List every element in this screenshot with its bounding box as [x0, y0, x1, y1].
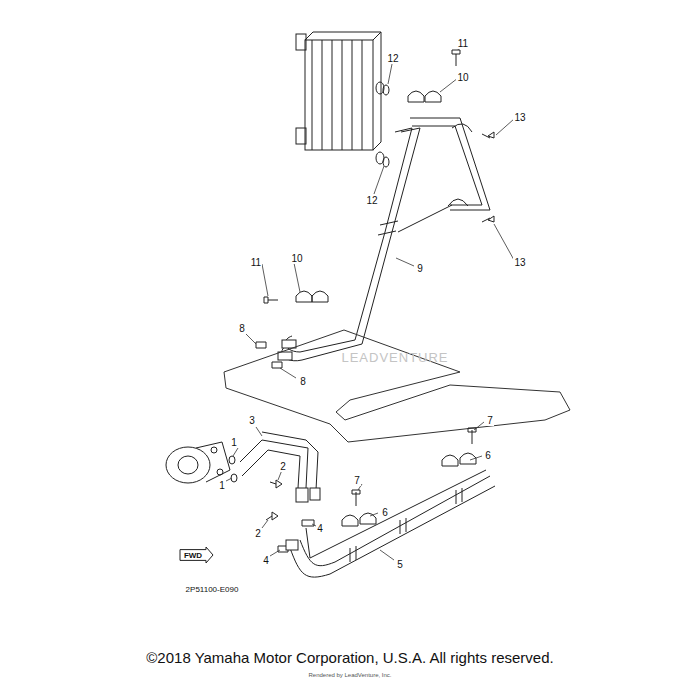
callout-number: 1: [218, 480, 226, 491]
oil-pipe: [278, 118, 490, 361]
leader-line: [226, 46, 514, 560]
callout-number: 5: [396, 559, 404, 570]
watermark: LEADVENTURE: [340, 351, 449, 365]
callout-number: 10: [290, 253, 303, 264]
callout-number: 2: [254, 528, 262, 539]
callout-number: 10: [456, 72, 469, 83]
callout-number: 1: [230, 437, 238, 448]
callout-number: 11: [457, 38, 469, 49]
callout-number: 4: [262, 555, 270, 566]
oil-pipe: [240, 432, 320, 502]
callout-number: 8: [299, 376, 307, 387]
callout-number: 12: [386, 53, 399, 64]
frame-outline: [224, 330, 570, 442]
filter-housing: [166, 442, 230, 483]
callout-number: 6: [381, 507, 389, 518]
callout-number: 13: [513, 112, 526, 123]
oil-cooler: [296, 32, 384, 164]
callout-number: 11: [250, 257, 262, 268]
callout-number: 3: [248, 415, 256, 426]
direction-text: FWD: [179, 551, 208, 560]
callout-number: 8: [238, 323, 246, 334]
figure-code: 2P51100-E090: [185, 586, 240, 595]
callout-number: 7: [353, 475, 361, 486]
callout-number: 9: [416, 263, 424, 274]
callout-number: 13: [513, 257, 526, 268]
direction-arrow: FWD: [179, 546, 214, 564]
callout-number: 12: [365, 195, 378, 206]
oil-pipe: [286, 470, 495, 577]
copyright-caption: ©2018 Yamaha Motor Corporation, U.S.A. A…: [145, 649, 554, 667]
figure-code: Rendered by LeadVenture, Inc.: [307, 672, 392, 679]
callout-number: 6: [484, 450, 492, 461]
callout-number: 2: [279, 461, 287, 472]
callout-number: 4: [316, 523, 324, 534]
callout-number: 7: [486, 415, 494, 426]
